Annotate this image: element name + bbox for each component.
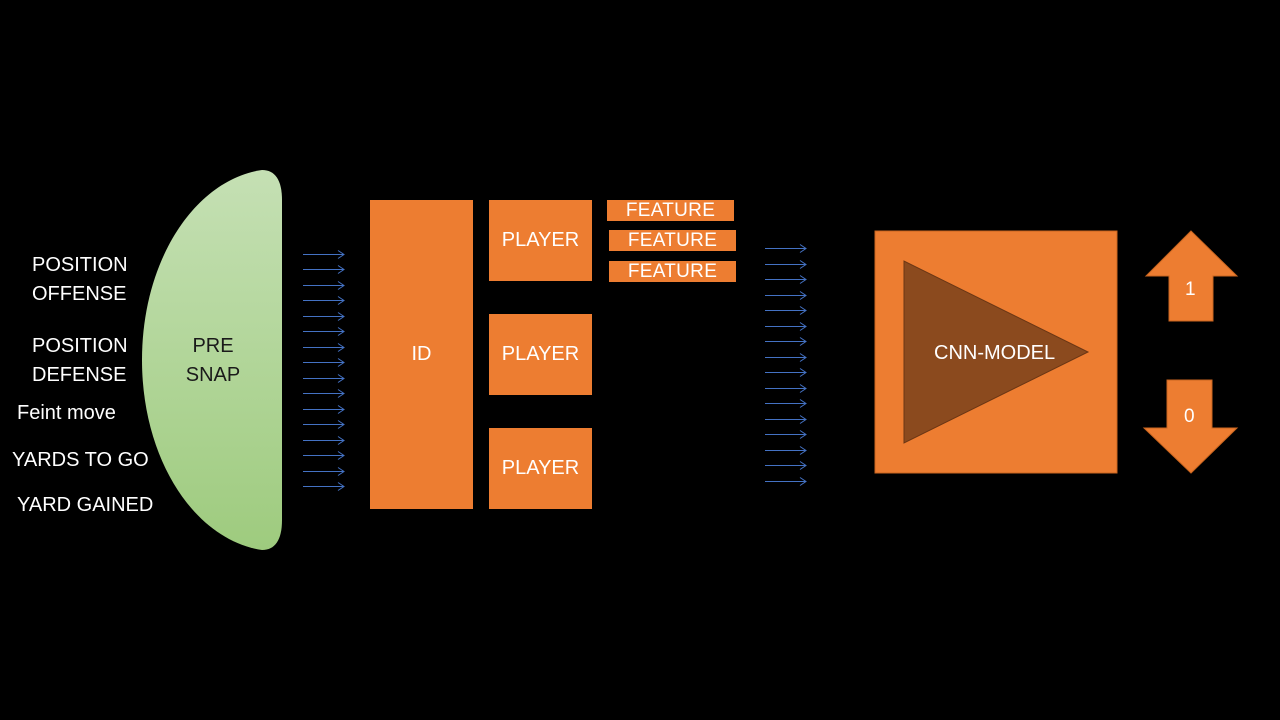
presnap-label: PRE SNAP <box>185 332 241 390</box>
input-arrow <box>303 358 345 367</box>
presnap-shape <box>142 170 282 550</box>
input-position-defense-line2: DEFENSE <box>32 364 127 386</box>
presnap-line1: PRE <box>192 335 234 357</box>
input-arrow <box>303 374 345 383</box>
input-feint-move: Feint move <box>17 402 116 424</box>
input-position-offense: POSITION OFFENSE <box>32 251 128 309</box>
input-position-defense: POSITION DEFENSE <box>32 332 128 390</box>
feature-box-3: FEATURE <box>609 261 736 282</box>
input-arrow <box>303 250 345 259</box>
input-arrow <box>303 296 345 305</box>
cnn-model-label: CNN-MODEL <box>934 342 1056 364</box>
input-position-defense-line1: POSITION <box>32 335 128 357</box>
output-down-arrow <box>1142 379 1239 474</box>
input-yard-gained: YARD GAINED <box>17 494 154 516</box>
feature-arrow <box>765 461 807 470</box>
arrow-group-input <box>303 250 345 491</box>
feature-arrow <box>765 384 807 393</box>
presnap-line2: SNAP <box>185 364 241 386</box>
feature-arrow <box>765 353 807 362</box>
input-arrow <box>303 451 345 460</box>
input-arrow <box>303 482 345 491</box>
input-yards-to-go: YARDS TO GO <box>12 449 149 471</box>
input-arrow <box>303 327 345 336</box>
feature-arrow <box>765 260 807 269</box>
arrow-group-features <box>765 244 807 486</box>
cnn-triangle <box>903 260 1090 444</box>
player-box-2: PLAYER <box>489 314 592 395</box>
input-position-offense-line1: POSITION <box>32 254 128 276</box>
feature-arrow <box>765 244 807 253</box>
output-up-arrow <box>1144 230 1239 322</box>
feature-arrow <box>765 399 807 408</box>
output-up-label: 1 <box>1185 279 1196 300</box>
feature-arrow <box>765 337 807 346</box>
output-down-label: 0 <box>1184 406 1195 427</box>
input-arrow <box>303 389 345 398</box>
feature-arrow <box>765 415 807 424</box>
feature-arrow <box>765 446 807 455</box>
feature-box-1: FEATURE <box>607 200 734 221</box>
feature-arrow <box>765 306 807 315</box>
feature-arrow <box>765 291 807 300</box>
input-arrow <box>303 312 345 321</box>
feature-arrow <box>765 477 807 486</box>
feature-arrow <box>765 322 807 331</box>
input-arrow <box>303 467 345 476</box>
feature-arrow <box>765 368 807 377</box>
feature-arrow <box>765 430 807 439</box>
player-box-1: PLAYER <box>489 200 592 281</box>
input-position-offense-line2: OFFENSE <box>32 283 127 305</box>
input-arrow <box>303 343 345 352</box>
feature-arrow <box>765 275 807 284</box>
input-arrow <box>303 265 345 274</box>
input-arrow <box>303 420 345 429</box>
player-box-3: PLAYER <box>489 428 592 509</box>
input-arrow <box>303 436 345 445</box>
input-arrow <box>303 281 345 290</box>
id-box: ID <box>370 200 473 509</box>
feature-box-2: FEATURE <box>609 230 736 251</box>
input-arrow <box>303 405 345 414</box>
